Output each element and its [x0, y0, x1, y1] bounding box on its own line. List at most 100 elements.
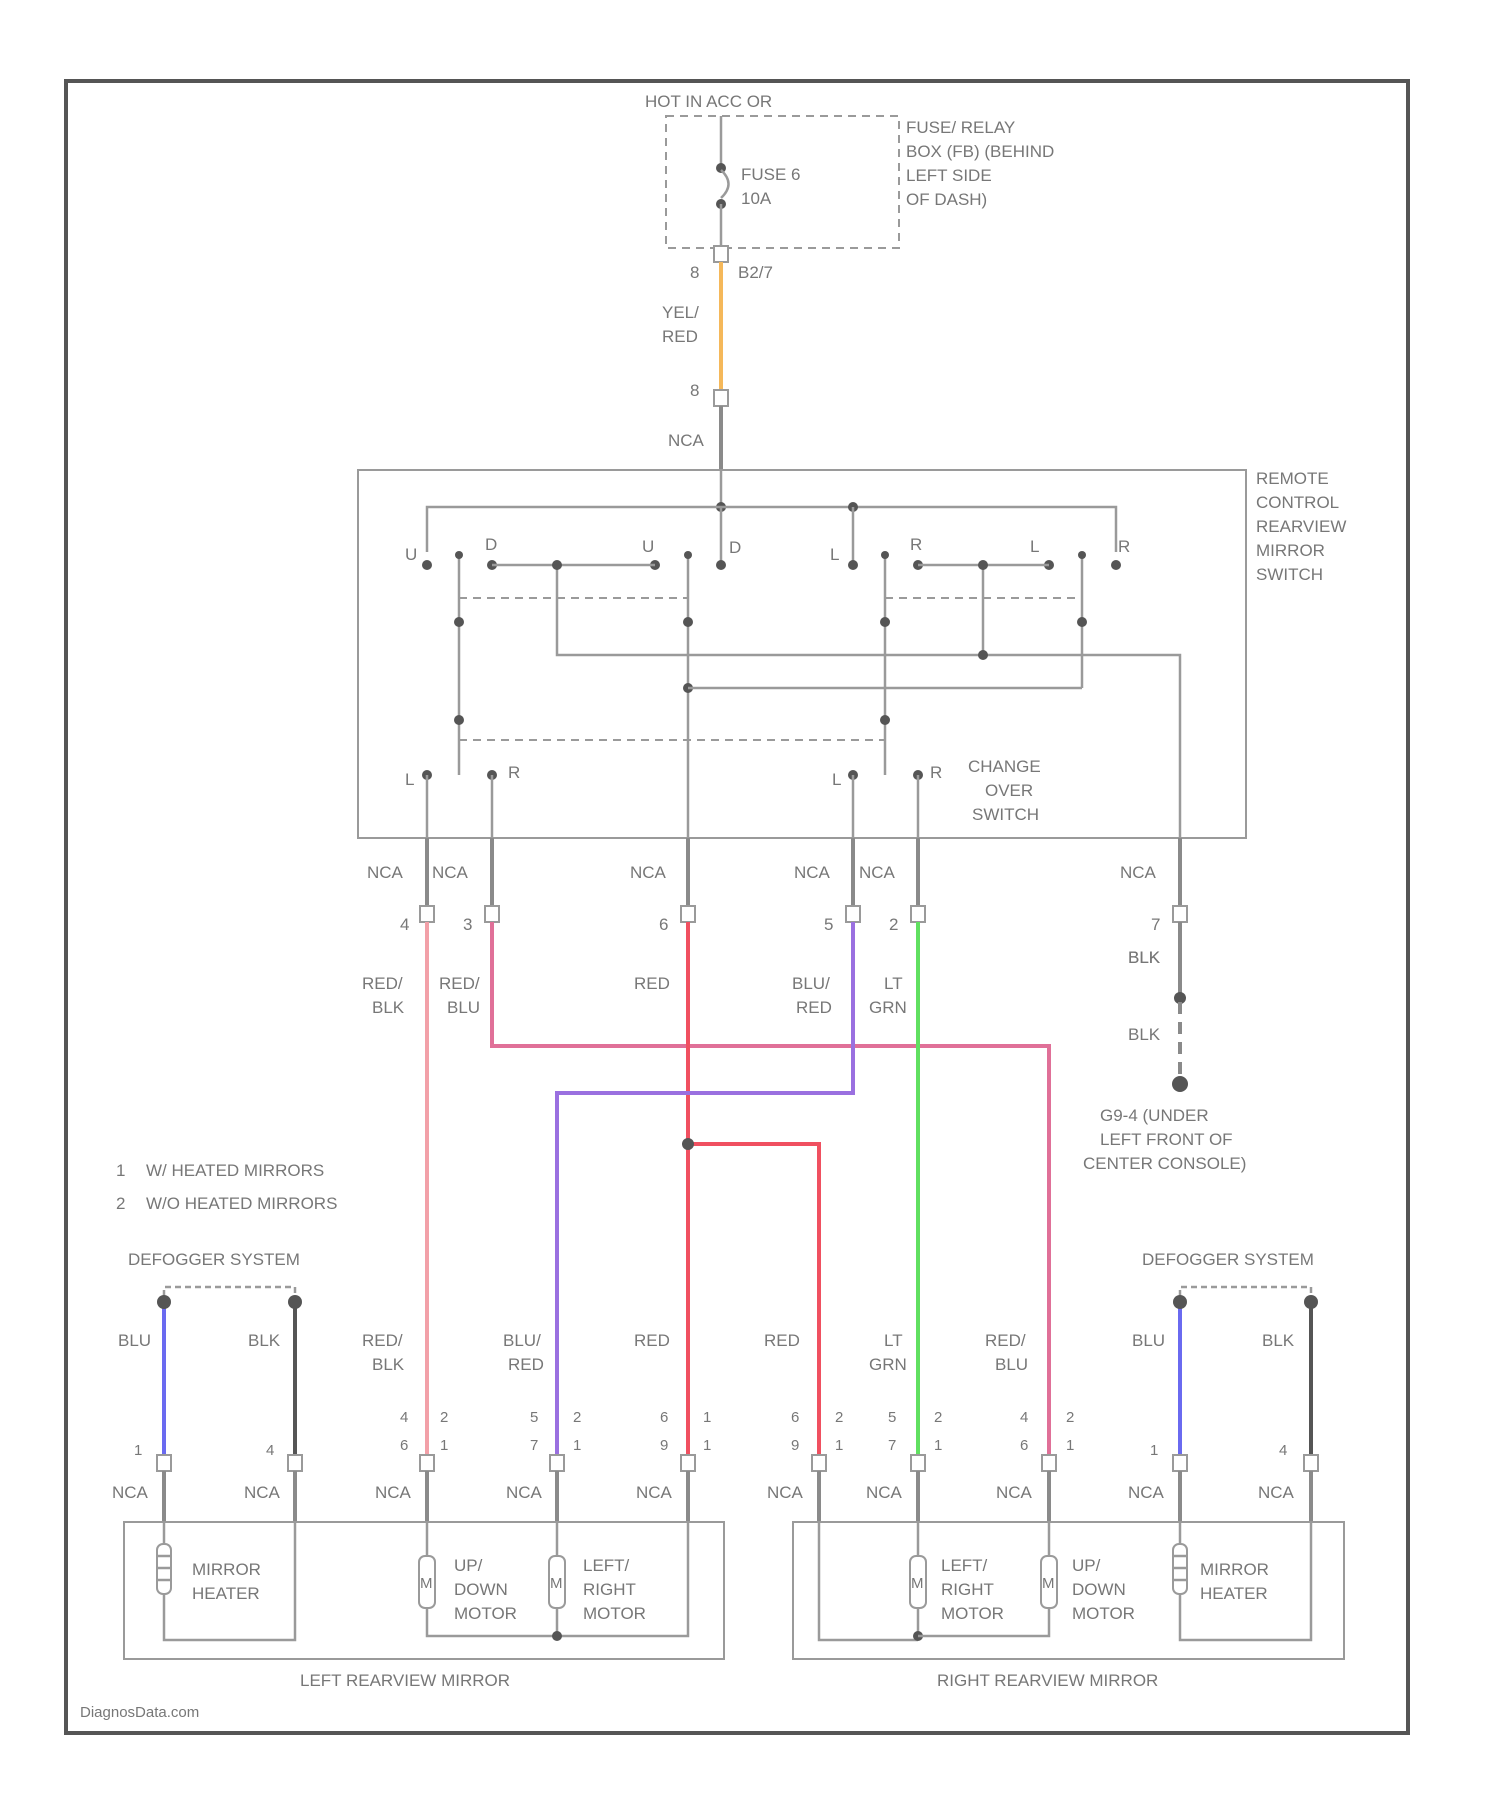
- mirror-nca-6: NCA: [767, 1483, 804, 1502]
- output-wire-4b: RED: [796, 998, 832, 1017]
- bw-6a: RED: [764, 1331, 800, 1350]
- ground-wire-label-2: BLK: [1128, 1025, 1161, 1044]
- pin-3c: 6: [400, 1437, 408, 1454]
- fuse-box-desc-2: BOX (FB) (BEHIND: [906, 142, 1054, 161]
- left-ud-label-3: MOTOR: [454, 1604, 517, 1623]
- left-lr-motor-symbol: M: [550, 1575, 563, 1592]
- note-2-text: W/O HEATED MIRRORS: [146, 1194, 337, 1213]
- output-nca-6: NCA: [1120, 863, 1157, 882]
- bw-8b: BLU: [995, 1355, 1028, 1374]
- mirror-nca-7: NCA: [866, 1483, 903, 1502]
- pin-6b: 2: [835, 1409, 843, 1426]
- fuse-connector: B2/7: [738, 263, 773, 282]
- right-lr-label-2: RIGHT: [941, 1580, 994, 1599]
- fuse-number: FUSE 6: [741, 165, 801, 184]
- defogger-left: DEFOGGER SYSTEM: [128, 1250, 302, 1309]
- mirror-nca-8: NCA: [996, 1483, 1033, 1502]
- switch-title-4: MIRROR: [1256, 541, 1325, 560]
- mirror-nca-3: NCA: [375, 1483, 412, 1502]
- pin-4a: 5: [530, 1409, 538, 1426]
- left-heater-label-2: HEATER: [192, 1584, 260, 1603]
- mirror-nca-5: NCA: [636, 1483, 673, 1502]
- changeover-r-1: R: [508, 763, 520, 782]
- pin-7b: 2: [934, 1409, 942, 1426]
- output-nca-4: NCA: [794, 863, 831, 882]
- output-wire-3a: RED: [634, 974, 670, 993]
- pin-6a: 6: [791, 1409, 799, 1426]
- left-lr-label-3: MOTOR: [583, 1604, 646, 1623]
- defogger-right-label: DEFOGGER SYSTEM: [1142, 1250, 1314, 1269]
- bw-3b: BLK: [372, 1355, 405, 1374]
- pin-4c: 7: [530, 1437, 538, 1454]
- right-lr-label-3: MOTOR: [941, 1604, 1004, 1623]
- changeover-l-2: L: [832, 770, 841, 789]
- fuse-box-desc-3: LEFT SIDE: [906, 166, 992, 185]
- pin-5a: 6: [660, 1409, 668, 1426]
- bw-10a: BLK: [1262, 1331, 1295, 1350]
- pin-3b: 2: [440, 1409, 448, 1426]
- output-wire-4a: BLU/: [792, 974, 830, 993]
- feed-wire-label-2: RED: [662, 327, 698, 346]
- wire-red-blu: [492, 922, 1049, 1455]
- right-lr-label-1: LEFT/: [941, 1556, 988, 1575]
- right-rearview-mirror: RIGHT REARVIEW MIRROR M LEFT/ RIGHT MOTO…: [793, 1522, 1344, 1690]
- fuse-relay-box: HOT IN ACC OR FUSE 6 10A FUSE/ RELAY BOX…: [645, 92, 1054, 282]
- right-ud-label-3: MOTOR: [1072, 1604, 1135, 1623]
- switch-pin-top: 8: [690, 381, 699, 400]
- bw-5a: RED: [634, 1331, 670, 1350]
- pin-7a: 5: [888, 1409, 896, 1426]
- bw-7b: GRN: [869, 1355, 907, 1374]
- output-pin-3: 6: [659, 915, 668, 934]
- left-ud-label-1: UP/: [454, 1556, 483, 1575]
- output-pin-2: 3: [463, 915, 472, 934]
- defogger-right: DEFOGGER SYSTEM: [1142, 1250, 1318, 1309]
- ground-wire-label-1: BLK: [1128, 948, 1161, 967]
- left-heater-label-1: MIRROR: [192, 1560, 261, 1579]
- output-wire-5a: LT: [884, 974, 903, 993]
- fuse-box-desc-1: FUSE/ RELAY: [906, 118, 1015, 137]
- feed-wire-label-1: YEL/: [662, 303, 699, 322]
- contact-d-1: D: [485, 535, 497, 554]
- output-pin-6: 7: [1151, 915, 1160, 934]
- fuse-pin: 8: [690, 263, 699, 282]
- output-pin-1: 4: [400, 915, 409, 934]
- note-2-num: 2: [116, 1194, 125, 1213]
- output-wire-2b: BLU: [447, 998, 480, 1017]
- pin-2a: 4: [266, 1442, 274, 1459]
- bw-8a: RED/: [985, 1331, 1026, 1350]
- pin-4d: 1: [573, 1437, 581, 1454]
- pin-6d: 1: [835, 1437, 843, 1454]
- left-ud-motor-symbol: M: [420, 1575, 433, 1592]
- switch-title-5: SWITCH: [1256, 565, 1323, 584]
- pin-7d: 1: [934, 1437, 942, 1454]
- bw-2a: BLK: [248, 1331, 281, 1350]
- mirror-pins: 1 4 4 2 6 1 5 2 7 1 6 1 9 1 6 2 9 1 5 2 …: [112, 1409, 1318, 1522]
- left-rearview-mirror: LEFT REARVIEW MIRROR MIRROR HEATER M UP/…: [124, 1522, 724, 1690]
- ground-label-3: CENTER CONSOLE): [1083, 1154, 1246, 1173]
- changeover-label-1: CHANGE: [968, 757, 1041, 776]
- pin-5d: 1: [703, 1437, 711, 1454]
- right-heater-label-2: HEATER: [1200, 1584, 1268, 1603]
- left-ud-label-2: DOWN: [454, 1580, 508, 1599]
- output-nca-5: NCA: [859, 863, 896, 882]
- output-nca-3: NCA: [630, 863, 667, 882]
- right-ud-motor-symbol: M: [1042, 1575, 1055, 1592]
- pin-1a: 1: [134, 1442, 142, 1459]
- bw-1a: BLU: [118, 1331, 151, 1350]
- changeover-label-2: OVER: [985, 781, 1033, 800]
- right-mirror-title: RIGHT REARVIEW MIRROR: [937, 1671, 1158, 1690]
- fuse-connector-pin: [714, 246, 728, 262]
- right-heater-label-1: MIRROR: [1200, 1560, 1269, 1579]
- ground-label-2: LEFT FRONT OF: [1100, 1130, 1233, 1149]
- ground-circuit: BLK BLK G9-4 (UNDER LEFT FRONT OF CENTER…: [1083, 922, 1246, 1173]
- mirror-nca-4: NCA: [506, 1483, 543, 1502]
- changeover-r-2: R: [930, 763, 942, 782]
- right-ud-label-1: UP/: [1072, 1556, 1101, 1575]
- hot-label: HOT IN ACC OR: [645, 92, 772, 111]
- left-lr-label-1: LEFT/: [583, 1556, 630, 1575]
- output-wire-2a: RED/: [439, 974, 480, 993]
- contact-u-2: U: [642, 537, 654, 556]
- bw-9a: BLU: [1132, 1331, 1165, 1350]
- output-wire-5b: GRN: [869, 998, 907, 1017]
